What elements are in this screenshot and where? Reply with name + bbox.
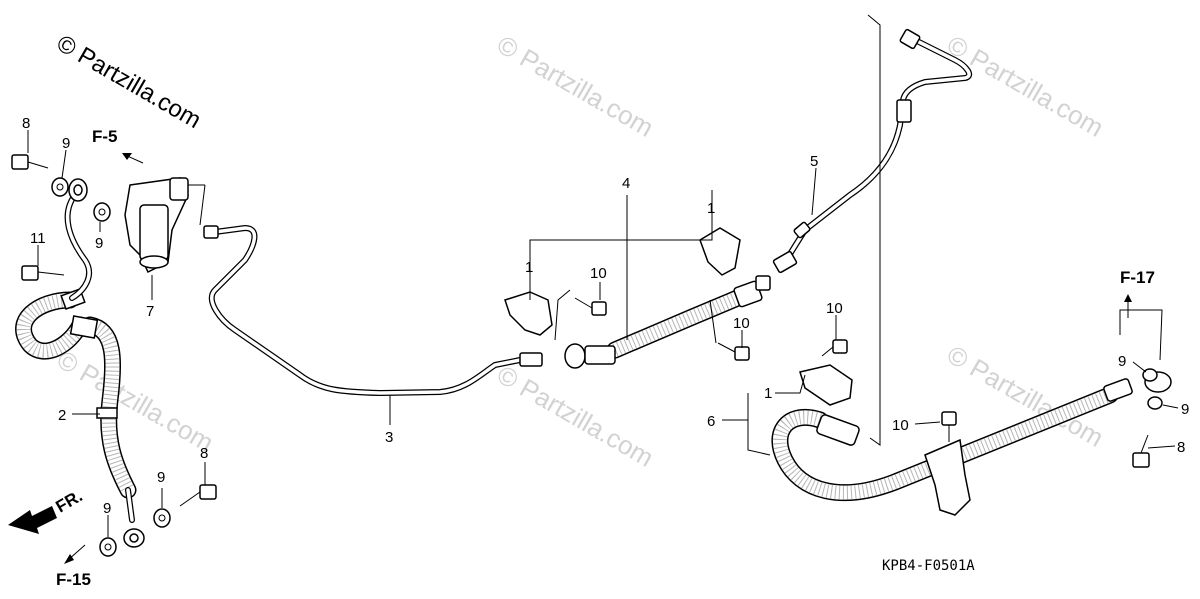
callout-2: 2 — [58, 407, 66, 424]
callout-11: 11 — [30, 230, 46, 247]
bolts — [11, 154, 1150, 507]
washers — [51, 177, 1163, 557]
hose-2 — [15, 178, 145, 548]
brake-pipe-3 — [203, 225, 543, 396]
leader-lines — [27, 14, 1179, 537]
callout-1: 1 — [707, 200, 715, 217]
callout-8: 8 — [200, 445, 208, 462]
callout-10: 10 — [892, 417, 909, 434]
watermark: © Partzilla.com — [52, 344, 219, 458]
watermark: © Partzilla.com — [492, 29, 659, 143]
watermark-layer: © Partzilla.com © Partzilla.com © Partzi… — [52, 29, 1109, 473]
watermark-main: © Partzilla.com — [52, 30, 206, 134]
callout-9: 9 — [1118, 353, 1126, 370]
ref-f15: F-15 — [56, 570, 91, 589]
callout-9: 9 — [157, 469, 165, 486]
callout-numbers: 8 9 11 9 7 2 3 4 1 1 10 10 10 5 1 6 10 9… — [22, 115, 1189, 517]
ref-f17: F-17 — [1120, 268, 1155, 287]
callout-9: 9 — [62, 135, 70, 152]
watermark: © Partzilla.com — [492, 359, 659, 473]
callout-10: 10 — [590, 265, 607, 282]
callout-1: 1 — [764, 385, 772, 402]
callout-7: 7 — [146, 303, 154, 320]
brake-pipe-5 — [772, 28, 973, 274]
callout-6: 6 — [707, 413, 715, 430]
ref-front: FR. — [53, 486, 86, 516]
brake-hose-6 — [771, 371, 1172, 516]
callout-8: 8 — [1177, 439, 1185, 456]
callout-10: 10 — [826, 300, 843, 317]
diagram-code: KPB4-F0501A — [882, 558, 975, 574]
callout-8: 8 — [22, 115, 30, 132]
callout-4: 4 — [622, 175, 630, 192]
callout-9: 9 — [1181, 401, 1189, 418]
brake-hose-4 — [564, 275, 771, 369]
callout-3: 3 — [385, 429, 393, 446]
callout-10: 10 — [733, 315, 750, 332]
direction-arrows — [8, 153, 1132, 564]
ref-f5: F-5 — [92, 127, 118, 146]
master-cylinder-7 — [124, 177, 189, 274]
watermark: © Partzilla.com — [942, 29, 1109, 143]
callout-9: 9 — [103, 500, 111, 517]
callout-1: 1 — [525, 259, 533, 276]
front-arrow-icon — [8, 506, 57, 534]
callout-9: 9 — [95, 235, 103, 252]
callout-5: 5 — [810, 153, 818, 170]
